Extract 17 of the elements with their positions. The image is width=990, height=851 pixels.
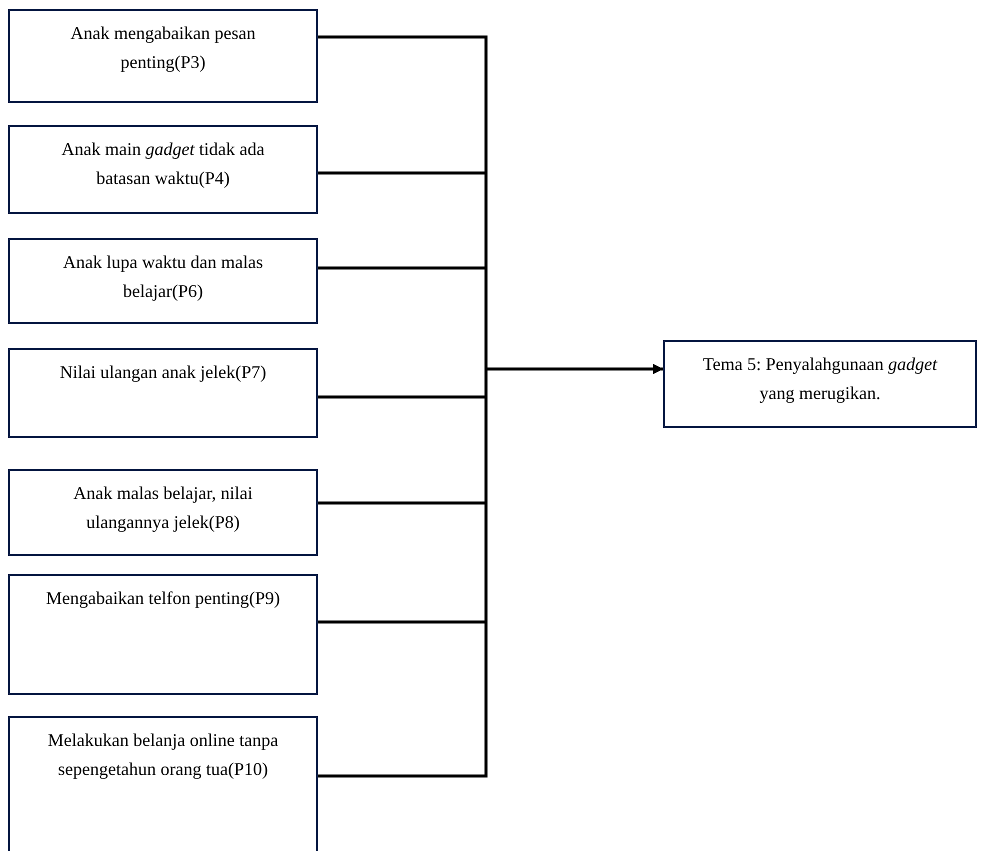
node-text: Mengabaikan telfon penting(P9) <box>45 587 281 610</box>
node-text: Nilai ulangan anak jelek(P7) <box>58 361 268 384</box>
text-box <box>8 9 318 103</box>
node-text: Melakukan belanja online tanpa sepengetahun orang tua(P10) <box>46 729 280 781</box>
text-box <box>8 574 318 695</box>
text-box <box>8 348 318 438</box>
node-text: Tema 5: Penyalahgunaan gadget yang merugikan. <box>702 353 938 405</box>
node-text: Anak lupa waktu dan malas belajar(P6) <box>62 251 264 303</box>
node-text: Anak malas belajar, nilai ulangannya jelek(P8) <box>72 482 254 534</box>
node-text: Anak main gadget tidak ada batasan waktu(P4) <box>60 138 266 190</box>
text-box <box>8 469 318 556</box>
text-box <box>8 125 318 214</box>
text-box <box>8 716 318 851</box>
text-box <box>8 238 318 324</box>
connector-arrow <box>318 364 663 778</box>
text-box <box>663 340 977 428</box>
node-text: Anak mengabaikan pesan penting(P3) <box>70 22 256 74</box>
